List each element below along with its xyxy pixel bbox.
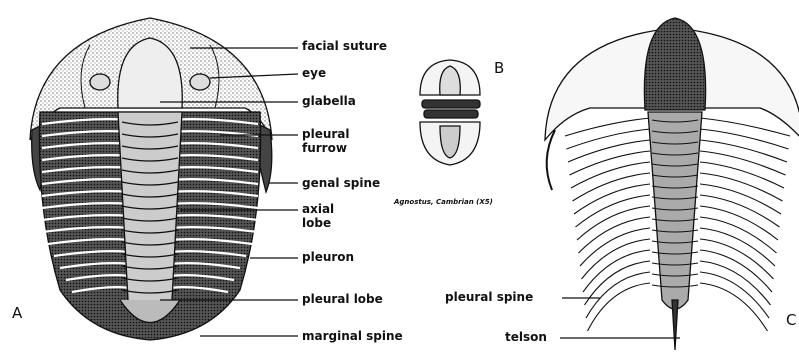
label-pleural-spine: pleural spine xyxy=(445,291,533,304)
trilobite-a xyxy=(30,18,272,340)
thorax-b xyxy=(422,100,480,108)
label-genal-spine: genal spine xyxy=(302,177,380,190)
pleural-spine-left xyxy=(577,206,650,240)
figure-letter-a: A xyxy=(12,307,22,320)
pleural-spine-right xyxy=(700,261,771,305)
pleural-spine-right xyxy=(700,228,775,266)
pleural-spine-right xyxy=(700,118,790,136)
label-pleural-furrow-1: pleural xyxy=(302,128,350,141)
label-pleuron: pleuron xyxy=(302,251,354,264)
axial-lobe-a xyxy=(118,112,182,313)
pleural-spine-left xyxy=(588,283,651,331)
eye-right xyxy=(190,74,210,90)
figure-letter-c: C xyxy=(786,314,796,327)
label-pleural-furrow-2: furrow xyxy=(302,142,347,155)
leader-lines-c xyxy=(560,298,680,338)
pleural-spine-right xyxy=(700,195,780,227)
pleural-spine-right xyxy=(700,250,772,292)
label-axial-lobe-1: axial xyxy=(302,203,334,216)
pleural-spine-left xyxy=(565,118,650,136)
eye-left xyxy=(90,74,110,90)
pleural-spine-left xyxy=(579,217,651,253)
label-marginal-spine: marginal spine xyxy=(302,330,403,343)
label-glabella: glabella xyxy=(302,95,356,108)
trilobite-b xyxy=(420,60,480,165)
label-telson: telson xyxy=(505,331,547,344)
pleural-spine-right xyxy=(700,217,777,253)
pleural-spine-right xyxy=(700,184,781,214)
label-facial-suture: facial suture xyxy=(302,40,387,53)
telson-c xyxy=(672,300,678,350)
pleural-spine-left xyxy=(580,228,650,266)
label-pleural-lobe: pleural lobe xyxy=(302,293,383,306)
trilobite-c xyxy=(545,18,799,350)
label-axial-lobe-2: lobe xyxy=(302,217,331,230)
caption-b: Agnostus, Cambrian (X5) xyxy=(394,196,493,209)
pleural-spine-left xyxy=(574,184,650,214)
pleural-spine-left xyxy=(570,151,651,175)
pleural-spine-left xyxy=(576,195,651,227)
pleural-spine-right xyxy=(700,206,778,240)
figure-letter-b: B xyxy=(494,62,504,75)
pleural-spine-left xyxy=(583,250,650,292)
label-eye: eye xyxy=(302,67,326,80)
pleural-spine-right xyxy=(700,140,787,162)
